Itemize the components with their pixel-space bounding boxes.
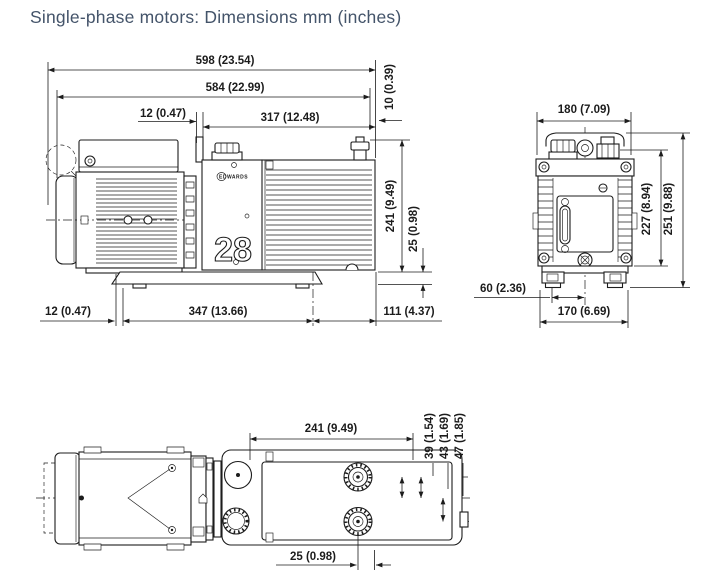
dim-side-base-height: 25 (0.98) [408, 206, 420, 252]
dim-end-top-width: 180 (7.09) [558, 104, 611, 116]
brand-logo-ring [216, 172, 227, 181]
top-view-drawing [36, 446, 470, 551]
dim-side-foot-pitch: 347 (13.66) [189, 306, 248, 318]
coupling-housing [183, 175, 197, 269]
dim-side-overall-length: 598 (23.54) [196, 55, 255, 67]
dim-side-body-height: 241 (9.49) [385, 180, 397, 233]
inlet-port-top [343, 462, 373, 492]
dim-side-rear-overhang: 111 (4.37) [383, 306, 434, 318]
dim-side-inlet-to-rear: 317 (12.48) [261, 112, 320, 124]
dim-end-overall-height: 251 (9.88) [663, 183, 675, 236]
oil-drain-plug [577, 252, 593, 268]
flow-direction-icon [198, 493, 208, 504]
side-view-dimensions: 598 (23.54) 584 (22.99) 12 (0.47) 317 (1… [40, 55, 442, 326]
end-view-drawing [532, 127, 638, 305]
dim-top-port-offset: 25 (0.98) [290, 551, 336, 563]
motor-fins [96, 178, 177, 264]
model-number: 28 [214, 231, 252, 269]
end-inlet-port [548, 139, 578, 161]
end-view: 180 (7.09) 227 (8.94) 251 (9.88) 60 (2.3… [474, 104, 690, 328]
dim-end-foot-to-centerline: 60 (2.36) [480, 283, 526, 295]
page-title: Single-phase motors: Dimensions mm (inch… [30, 7, 402, 27]
dim-end-foot-span: 170 (6.69) [558, 306, 611, 318]
cable-gland [84, 155, 96, 167]
side-view: EDWARDS 28 598 (23.54) 584 (22.99) 12 (0… [40, 55, 442, 326]
dim-side-foot-front-offset: 12 (0.47) [45, 306, 91, 318]
outlet-port [350, 136, 370, 161]
dim-top-offset-c: 47 (1.85) [454, 413, 466, 459]
end-body [537, 175, 633, 267]
dim-top-offset-b: 43 (1.69) [439, 413, 451, 459]
side-view-drawing: EDWARDS 28 [45, 136, 376, 289]
motor-body-top [78, 451, 192, 546]
brand-label: EDWARDS [219, 175, 248, 181]
dim-end-body-height: 227 (8.94) [641, 183, 653, 236]
dim-side-body-length: 584 (22.99) [206, 82, 265, 94]
dim-top-offset-a: 39 (1.54) [424, 413, 436, 459]
pump-fins [266, 169, 372, 266]
lifting-point-marker [45, 144, 77, 176]
gas-ballast-stub [195, 136, 204, 163]
dim-side-rear-lip: 10 (0.39) [384, 64, 396, 110]
outlet-port-top [343, 506, 373, 537]
top-view: 241 (9.49) 39 (1.54) 43 (1.69) 47 (1.85)… [36, 413, 470, 570]
oil-sight-glass [559, 205, 571, 245]
dim-side-inlet-offset: 12 (0.47) [140, 108, 186, 120]
end-view-dimensions: 180 (7.09) 227 (8.94) 251 (9.88) 60 (2.3… [474, 104, 690, 328]
end-outlet-port [596, 136, 620, 159]
inlet-port [211, 142, 243, 161]
top-view-dimensions: 241 (9.49) 39 (1.54) 43 (1.69) 47 (1.85)… [249, 413, 466, 570]
dim-top-inlet-to-rear: 241 (9.49) [305, 423, 358, 435]
pump-body-top [221, 449, 463, 546]
oil-filler-plug-top [222, 507, 250, 535]
handle-boss [576, 139, 594, 157]
base-plate [110, 271, 323, 285]
